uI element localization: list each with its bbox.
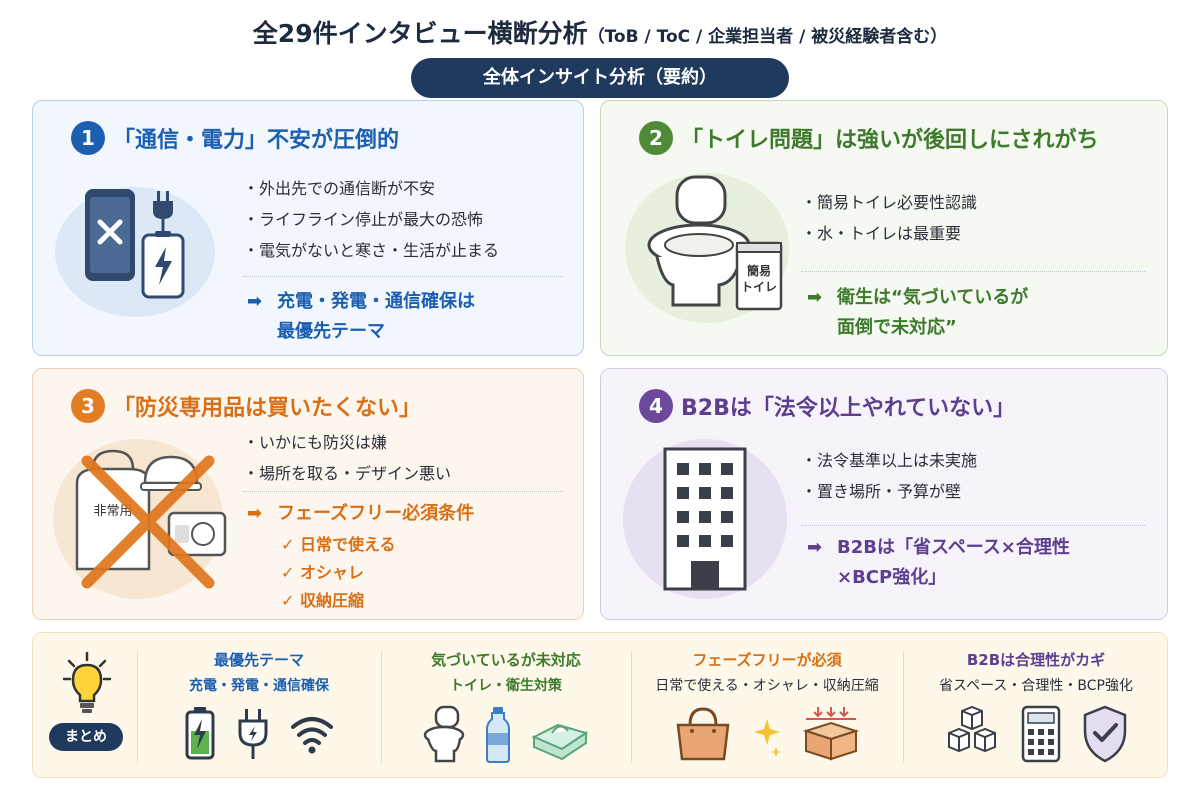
card-heading: 4 B2Bは「法令以上やれていない」 <box>639 389 1015 423</box>
summary-column-1: 最優先テーマ 充電・発電・通信確保 <box>137 633 381 779</box>
column-title: 最優先テーマ <box>213 651 304 669</box>
phone-crossed-icon <box>85 189 135 281</box>
bullet-item: ・場所を取る・デザイン悪い <box>243 464 452 483</box>
card-number: 2 <box>639 121 673 155</box>
radio-icon <box>167 511 227 557</box>
column-divider <box>903 651 904 763</box>
arrow-icon: ➡ <box>807 537 823 558</box>
sparkle-icon <box>754 719 781 757</box>
calculator-icon <box>1021 705 1061 763</box>
office-building-icon <box>663 447 747 591</box>
card-heading: 1 「通信・電力」不安が圧倒的 <box>71 121 399 155</box>
disaster-goods-illustration: 非常用 <box>75 449 227 589</box>
arrow-icon: ➡ <box>247 291 263 312</box>
insight-card-4: 4 B2Bは「法令以上やれていない」 ・法令基準以上は未実施 ・置き場所・予算が… <box>600 368 1168 620</box>
pack-label: 簡易 <box>747 263 771 278</box>
divider <box>243 276 563 277</box>
bullet-item: ・簡易トイレ必要性認識 <box>801 193 978 212</box>
insight-card-3: 3 「防災専用品は買いたくない」 非常用 ・いかにも防災は嫌 ・場所を取る・デザ… <box>32 368 584 620</box>
card-conclusion: ➡衛生は“気づいているが 面倒で未対応” <box>807 283 1028 343</box>
shield-check-icon <box>1083 705 1127 763</box>
bullet-item: ・ライフライン停止が最大の恐怖 <box>243 210 484 229</box>
bullet-item: ・水・トイレは最重要 <box>801 224 962 243</box>
requirement-checklist: ✓ 日常で使える ✓ オシャレ ✓ 収納圧縮 <box>281 531 396 615</box>
title-main: 全29件インタビュー横断分析 <box>252 19 588 48</box>
plug-icon <box>238 709 268 759</box>
compressed-box-icon <box>802 707 860 761</box>
toilet-pack-icon: 簡易 トイレ <box>735 241 783 311</box>
water-bottle-icon <box>486 707 510 763</box>
page-title: 全29件インタビュー横断分析（ToB / ToC / 企業担当者 / 被災経験者… <box>0 14 1200 50</box>
divider <box>801 525 1145 526</box>
column-divider <box>631 651 632 763</box>
bullet-item: ・電気がないと寒さ・生活が止まる <box>243 241 500 260</box>
summary-column-2: 気づいているが未対応 トイレ・衛生対策 <box>381 633 631 779</box>
card-title: 「防災専用品は買いたくない」 <box>113 396 422 421</box>
summary-column-3: フェーズフリーが必須 日常で使える・オシャレ・収納圧縮 <box>631 633 903 779</box>
card-conclusion: ➡フェーズフリー必須条件 <box>247 499 474 529</box>
card-number: 4 <box>639 389 673 423</box>
column-subtitle: 日常で使える・オシャレ・収納圧縮 <box>655 678 879 694</box>
insight-card-2: 2 「トイレ問題」は強いが後回しにされがち 簡易 トイレ ・簡易トイレ必要性認識… <box>600 100 1168 356</box>
card-title: B2Bは「法令以上やれていない」 <box>681 396 1016 421</box>
column-subtitle: 省スペース・合理性・BCP強化 <box>939 678 1133 694</box>
battery-charging-icon <box>141 231 185 299</box>
arrow-icon: ➡ <box>807 287 823 308</box>
summary-panel: まとめ 最優先テーマ 充電・発電・通信確保 <box>32 632 1168 778</box>
column-title: フェーズフリーが必須 <box>692 651 842 669</box>
column-subtitle: 充電・発電・通信確保 <box>189 678 329 694</box>
check-item: ✓ オシャレ <box>281 563 364 582</box>
card-number: 1 <box>71 121 105 155</box>
toilet-illustration: 簡易 トイレ <box>647 175 783 311</box>
card-heading: 2 「トイレ問題」は強いが後回しにされがち <box>639 121 1099 155</box>
bullet-item: ・外出先での通信断が不安 <box>243 179 436 198</box>
bullet-item: ・置き場所・予算が壁 <box>801 482 962 501</box>
plug-icon <box>153 191 173 235</box>
section-pill: 全体インサイト分析（要約） <box>411 58 789 98</box>
summary-column-4: B2Bは合理性がカギ 省スペース・合理性・BCP強化 <box>903 633 1169 779</box>
pack-label: トイレ <box>741 280 777 294</box>
arrow-icon: ➡ <box>247 503 263 524</box>
lightbulb-icon <box>63 651 111 713</box>
divider <box>801 271 1145 272</box>
column-title: 気づいているが未対応 <box>431 651 581 669</box>
title-sub: （ToB / ToC / 企業担当者 / 被災経験者含む） <box>587 27 948 47</box>
cross-mark-icon <box>81 455 215 589</box>
bag-label: 非常用 <box>93 504 132 519</box>
battery-icon <box>185 707 215 760</box>
insight-card-1: 1 「通信・電力」不安が圧倒的 ・外出先での通信断が不安 ・ライフライン停止が最… <box>32 100 584 356</box>
card-conclusion: ➡充電・発電・通信確保は 最優先テーマ <box>247 287 475 347</box>
card-title: 「通信・電力」不安が圧倒的 <box>113 128 400 153</box>
card-heading: 3 「防災専用品は買いたくない」 <box>71 389 421 423</box>
toilet-icon <box>423 705 465 763</box>
divider <box>243 491 563 492</box>
bullet-item: ・法令基準以上は未実施 <box>801 451 978 470</box>
toilet-icon <box>647 175 751 307</box>
column-title: B2Bは合理性がカギ <box>966 651 1106 669</box>
bullet-item: ・いかにも防災は嫌 <box>243 433 388 452</box>
check-item: ✓ 収納圧縮 <box>281 591 364 610</box>
column-subtitle: トイレ・衛生対策 <box>450 678 562 694</box>
wet-wipes-icon <box>531 723 589 761</box>
summary-badge: まとめ <box>49 723 123 751</box>
check-item: ✓ 日常で使える <box>281 535 396 554</box>
column-divider <box>381 651 382 763</box>
handbag-icon <box>676 707 730 761</box>
card-conclusion: ➡B2Bは「省スペース×合理性 ×BCP強化」 <box>807 533 1070 593</box>
phone-power-illustration <box>85 189 185 299</box>
card-number: 3 <box>71 389 105 423</box>
card-title: 「トイレ問題」は強いが後回しにされがち <box>681 128 1099 153</box>
stacked-boxes-icon <box>948 705 996 753</box>
column-divider <box>137 651 138 763</box>
wifi-icon <box>291 717 333 754</box>
